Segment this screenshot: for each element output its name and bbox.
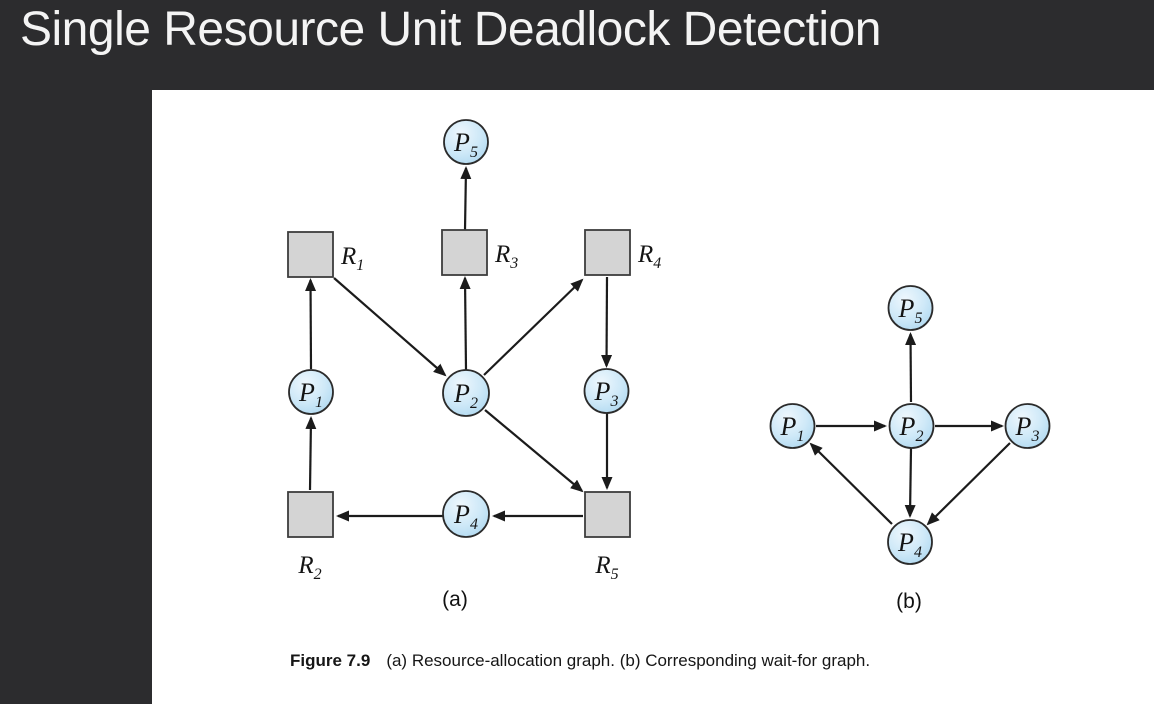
node-label-main: R: [637, 241, 653, 268]
process-node-p3-a: P3: [583, 368, 630, 414]
node-label-main: P: [594, 377, 611, 406]
node-label-main: P: [780, 412, 797, 441]
edge-r1-p2: [333, 277, 447, 377]
resource-label-r4: R4: [637, 241, 661, 272]
process-circle-p3-b: [1004, 403, 1051, 449]
process-label-p5-b: P5: [898, 294, 923, 327]
node-label-main: R: [494, 241, 510, 268]
process-circle-p3-a: [583, 368, 630, 414]
edge-p2-r5: [484, 409, 584, 493]
figure-caption-text: (a) Resource-allocation graph. (b) Corre…: [386, 651, 871, 670]
edge-p2-r3: [459, 276, 471, 371]
node-label-sub: 1: [315, 394, 323, 411]
graph-b-sublabel: (b): [896, 590, 922, 613]
edge-r4-p3: [601, 276, 613, 368]
process-circle-p1-a: [288, 369, 334, 415]
node-label-main: R: [340, 243, 356, 270]
process-label-p4-b: P4: [897, 528, 922, 561]
resource-square-r3: [441, 229, 488, 276]
process-label-p3-a: P3: [594, 377, 619, 410]
process-circle-p2-b: [888, 403, 935, 449]
node-label-main: P: [453, 500, 470, 529]
edge-p2-p5: [905, 332, 917, 403]
process-node-p3-b: P3: [1004, 403, 1051, 449]
process-label-p1-b: P1: [780, 412, 805, 445]
resource-label-r5: R5: [594, 552, 618, 583]
figure-canvas: R1 R3 R4 R2: [287, 119, 1051, 613]
resource-label-r3: R3: [494, 241, 518, 272]
resource-square-r1: [287, 231, 334, 278]
process-label-p2-a: P2: [453, 379, 478, 412]
figure-panel: R1 R3 R4 R2: [152, 90, 1154, 704]
process-node-p2-b: P2: [888, 403, 935, 449]
process-node-p4-a: P4: [442, 490, 490, 538]
wait-for-graph: P5 P1 P2 P3: [769, 285, 1051, 613]
node-label-main: P: [453, 379, 470, 408]
resource-node-r5: R5: [584, 491, 631, 583]
resource-node-r3: R3: [441, 229, 518, 276]
node-label-sub: 5: [914, 310, 922, 327]
edge-p2-r4: [483, 278, 584, 376]
node-label-main: P: [298, 378, 315, 407]
process-node-p1-a: P1: [288, 369, 334, 415]
resource-allocation-graph: R1 R3 R4 R2: [287, 119, 661, 611]
process-label-p4-a: P4: [453, 500, 478, 533]
process-circle-p4-b: [887, 519, 933, 565]
node-label-main: P: [899, 412, 916, 441]
node-label-main: P: [453, 128, 470, 157]
edge-p3-p4: [926, 442, 1011, 526]
node-label-main: R: [297, 552, 313, 579]
node-label-main: P: [898, 294, 915, 323]
process-label-p5-a: P5: [453, 128, 478, 161]
node-label-sub: 1: [356, 257, 364, 274]
process-circle-p4-a: [442, 490, 490, 538]
resource-node-r1: R1: [287, 231, 364, 278]
node-label-sub: 3: [609, 393, 618, 410]
node-label-main: P: [1015, 412, 1032, 441]
node-label-sub: 1: [796, 428, 804, 445]
node-label-sub: 5: [611, 566, 619, 583]
process-label-p3-b: P3: [1015, 412, 1040, 445]
node-label-main: R: [594, 552, 610, 579]
node-label-main: P: [897, 528, 914, 557]
edge-p2-p4: [904, 447, 916, 518]
process-node-p1-b: P1: [769, 403, 816, 449]
resource-node-r4: R4: [584, 229, 661, 276]
node-label-sub: 3: [1030, 428, 1039, 445]
process-circle-p5-b: [887, 285, 934, 331]
resource-square-r2: [287, 491, 334, 538]
node-label-sub: 4: [470, 516, 478, 533]
process-node-p4-b: P4: [887, 519, 933, 565]
process-node-p5-a: P5: [443, 119, 489, 165]
graph-a-sublabel: (a): [442, 588, 468, 611]
edge-p1-r1: [305, 278, 317, 370]
node-label-sub: 2: [470, 395, 478, 412]
resource-square-r4: [584, 229, 631, 276]
resource-label-r2: R2: [297, 552, 321, 583]
figure-caption-label: Figure 7.9: [290, 651, 371, 670]
slide-title: Single Resource Unit Deadlock Detection: [20, 3, 881, 56]
node-label-sub: 3: [509, 255, 518, 272]
resource-label-r1: R1: [340, 243, 364, 274]
figure-caption: Figure 7.9 (a) Resource-allocation graph.…: [290, 650, 1110, 672]
edge-p4-p1: [809, 442, 893, 525]
process-circle-p1-b: [769, 403, 816, 449]
process-node-p2-a: P2: [442, 369, 490, 417]
process-circle-p5-a: [443, 119, 489, 165]
edge-r2-p1: [305, 416, 317, 491]
node-label-sub: 2: [915, 428, 923, 445]
process-node-p5-b: P5: [887, 285, 934, 331]
process-label-p1-a: P1: [298, 378, 323, 411]
node-label-sub: 4: [653, 255, 661, 272]
process-label-p2-b: P2: [899, 412, 924, 445]
process-circle-p2-a: [442, 369, 490, 417]
node-label-sub: 2: [314, 566, 322, 583]
node-label-sub: 4: [914, 544, 922, 561]
node-label-sub: 5: [470, 144, 478, 161]
resource-node-r2: R2: [287, 491, 334, 583]
edge-r3-p5: [460, 166, 472, 231]
resource-square-r5: [584, 491, 631, 538]
